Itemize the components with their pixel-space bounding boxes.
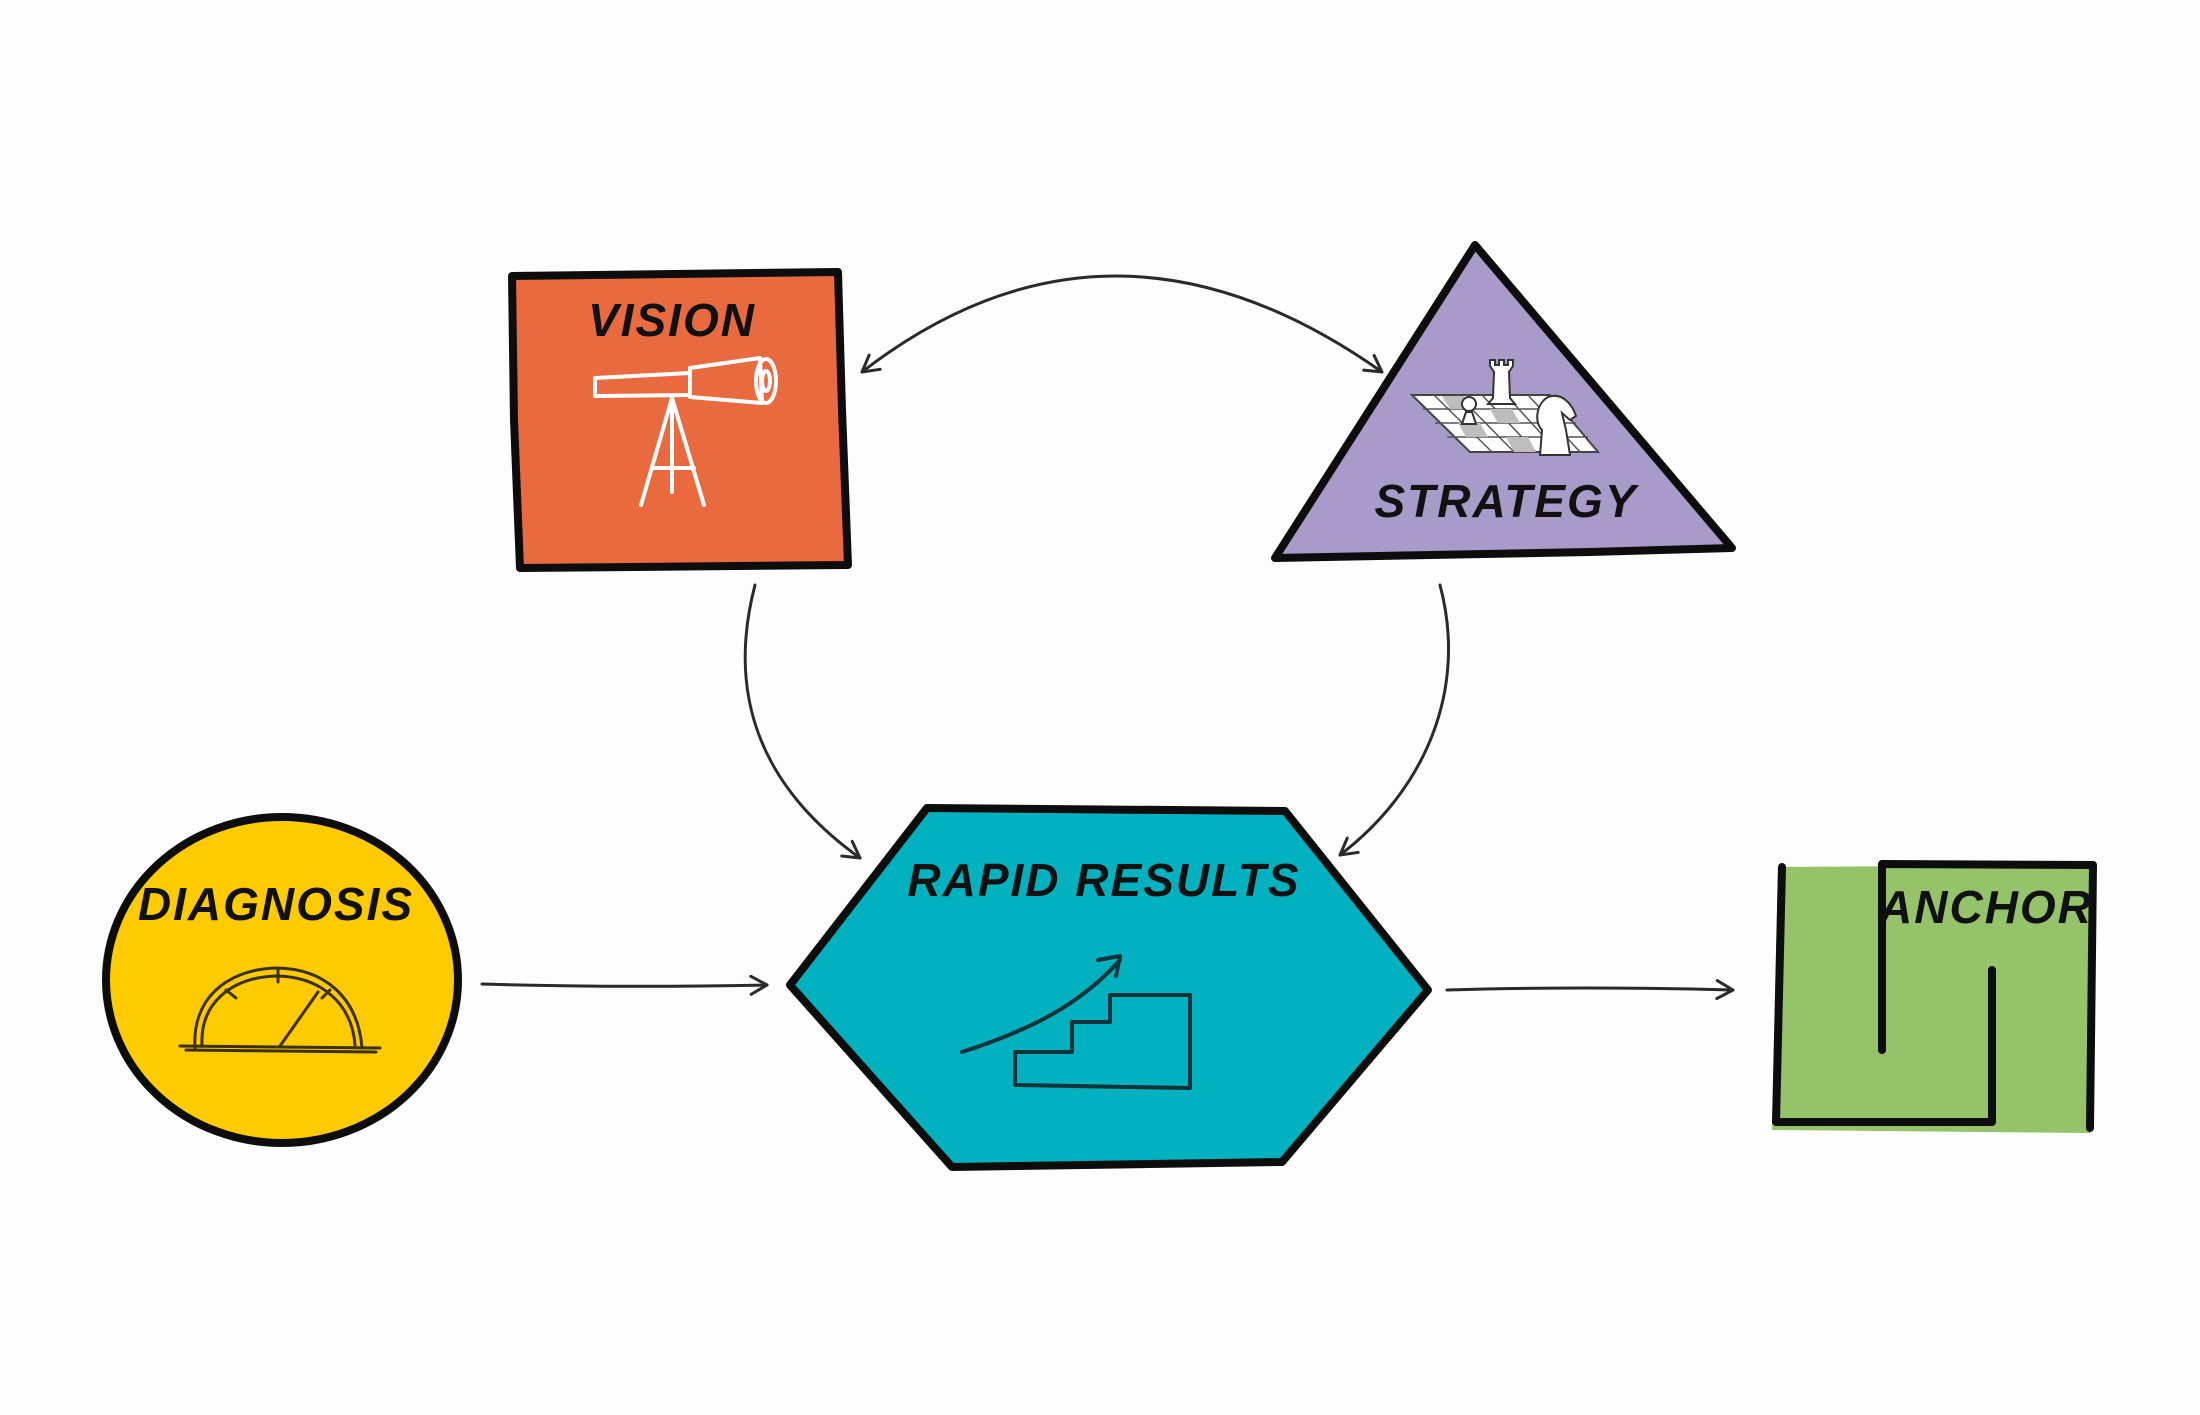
node-rapid-results[interactable]: RAPID RESULTS [786,804,1432,1171]
diagnosis-label: DIAGNOSIS [138,878,414,930]
anchor-fill [1772,865,2092,1133]
rapid-results-label: RAPID RESULTS [907,854,1300,906]
chessboard-icon [1409,359,1601,456]
strategy-label: STRATEGY [1374,475,1639,527]
edge-strategy-rapid-results [1338,583,1451,857]
telescope-icon [593,356,778,507]
edge-rapid-results-anchor [1445,979,1735,1001]
edges [480,274,1735,1001]
rapid-results-hexagon [786,804,1432,1171]
edge-vision-strategy [860,274,1384,374]
node-strategy[interactable]: STRATEGY [1271,241,1736,562]
gauge-icon [178,966,382,1054]
edge-vision-rapid-results [743,583,862,860]
diagnosis-circle [102,813,462,1147]
node-vision[interactable]: VISION [508,268,852,572]
vision-label: VISION [588,294,756,346]
edge-diagnosis-rapid-results [480,974,769,996]
maze-icon [1772,860,2097,1132]
anchor-label: ANCHOR [1878,881,2093,933]
node-anchor[interactable]: ANCHOR [1772,860,2097,1133]
node-diagnosis[interactable]: DIAGNOSIS [102,813,462,1147]
rising-stairs-icon [960,954,1192,1090]
